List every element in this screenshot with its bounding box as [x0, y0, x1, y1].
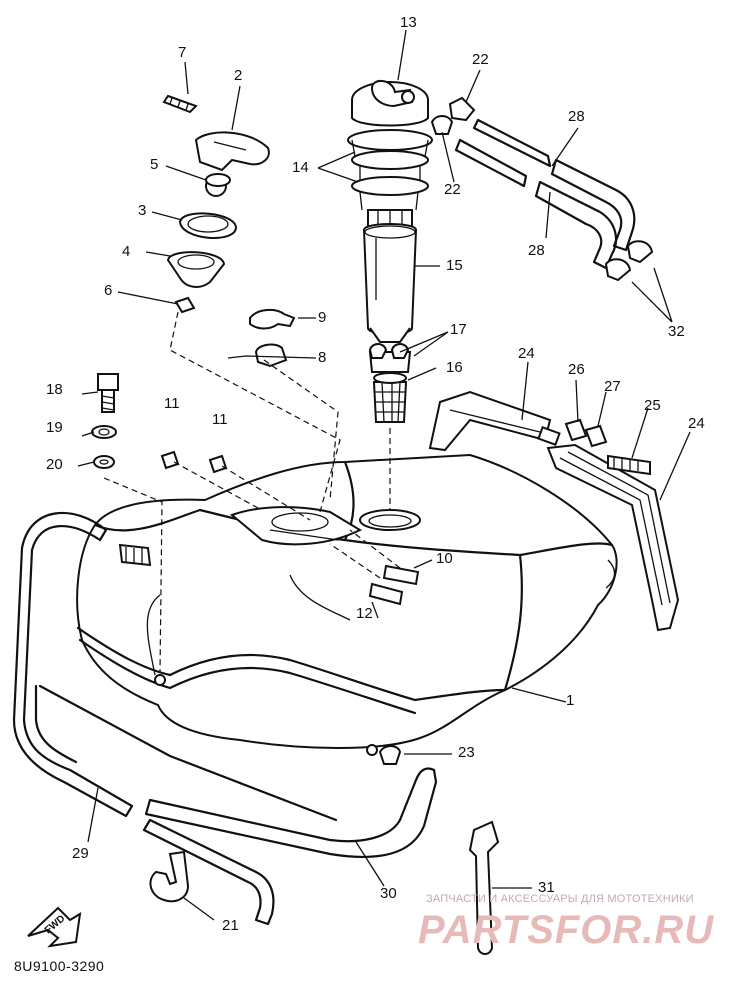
- hose-holder-part: [149, 820, 500, 955]
- drawing-code: 8U9100-3290: [14, 958, 105, 974]
- callout-3: 3: [138, 202, 147, 219]
- callout-8: 8: [318, 349, 327, 366]
- fastener-parts: [91, 373, 651, 765]
- callout-4: 4: [122, 243, 131, 260]
- callout-23: 23: [458, 744, 475, 761]
- clip-parts: [249, 308, 296, 368]
- callout-30: 30: [380, 885, 397, 902]
- leader-lines: [77, 29, 691, 921]
- fuel-pump-assembly-part: [347, 80, 433, 343]
- callout-5: 5: [150, 156, 159, 173]
- callout-14: 14: [292, 159, 309, 176]
- callout-32: 32: [668, 323, 685, 340]
- filler-cap-parts: [162, 94, 270, 314]
- fuel-filter-part: [368, 343, 412, 423]
- callout-31: 31: [538, 879, 555, 896]
- callout-10: 10: [436, 550, 453, 567]
- drain-hose-parts: [12, 511, 438, 926]
- callout-12: 12: [356, 605, 373, 622]
- callout-9: 9: [318, 309, 327, 326]
- callout-22a: 22: [472, 51, 489, 68]
- callout-24b: 24: [688, 415, 705, 432]
- callout-24a: 24: [518, 345, 535, 362]
- hose-parts: [430, 96, 654, 282]
- callout-26: 26: [568, 361, 585, 378]
- callout-18: 18: [46, 381, 63, 398]
- fwd-arrow-icon: [27, 906, 82, 948]
- tank-bracket-part: [428, 390, 680, 632]
- callout-2: 2: [234, 67, 243, 84]
- watermark-tagline: ЗАПЧАСТИ И АКСЕССУАРЫ ДЛЯ МОТОТЕХНИКИ: [426, 893, 694, 905]
- callout-28a: 28: [568, 108, 585, 125]
- callout-13: 13: [400, 14, 417, 31]
- callout-16: 16: [446, 359, 463, 376]
- watermark-logo: PARTSFOR.RU: [418, 908, 715, 952]
- callout-20: 20: [46, 456, 63, 473]
- callout-28b: 28: [528, 242, 545, 259]
- callout-11b: 11: [212, 411, 228, 428]
- callout-17: 17: [450, 321, 467, 338]
- callout-29: 29: [72, 845, 89, 862]
- callout-1: 1: [566, 692, 575, 709]
- callout-15: 15: [446, 257, 463, 274]
- callout-7: 7: [178, 44, 187, 61]
- callout-27: 27: [604, 378, 621, 395]
- callout-21: 21: [222, 917, 239, 934]
- callout-25: 25: [644, 397, 661, 414]
- callout-19: 19: [46, 419, 63, 436]
- callout-6: 6: [104, 282, 113, 299]
- callout-11a: 11: [164, 395, 180, 412]
- callout-22b: 22: [444, 181, 461, 198]
- fuel-tank-part: [76, 453, 618, 756]
